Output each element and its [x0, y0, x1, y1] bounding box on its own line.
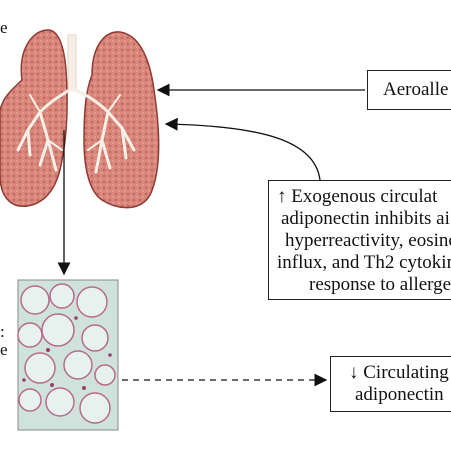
- exogenous-line-5: response to allerge: [309, 274, 451, 295]
- circulating-line-2: adiponectin: [355, 384, 444, 405]
- circulating-adiponectin-box: ↓ Circulating adiponectin: [330, 356, 451, 412]
- exogenous-line-2: adiponectin inhibits ai: [281, 208, 450, 229]
- circulating-line-1: ↓ Circulating: [349, 362, 449, 383]
- exogenous-line-3: hyperreactivity, eosino: [285, 230, 451, 251]
- left-bronchi: [16, 86, 74, 172]
- left-edge-label-bottom-2: e: [0, 340, 8, 359]
- aeroallergen-box: Aeroalle: [367, 70, 451, 110]
- arrow-exogenous-to-lungs: [164, 117, 321, 181]
- left-edge-label-bottom-1: :: [0, 322, 5, 341]
- right-bronchi: [70, 86, 136, 174]
- right-lung: [83, 31, 160, 209]
- lungs-illustration: [0, 29, 160, 209]
- exogenous-adiponectin-box: ↑ Exogenous circulat adiponectin inhibit…: [268, 180, 451, 300]
- aeroallergen-label: Aeroalle: [383, 79, 449, 100]
- left-edge-label-top: e: [0, 18, 8, 37]
- exogenous-line-4: influx, and Th2 cytokin: [277, 252, 451, 273]
- left-lung: [0, 29, 68, 207]
- trachea: [67, 34, 77, 91]
- exogenous-line-1: ↑ Exogenous circulat: [277, 186, 438, 207]
- tissue-micrograph: [17, 279, 119, 431]
